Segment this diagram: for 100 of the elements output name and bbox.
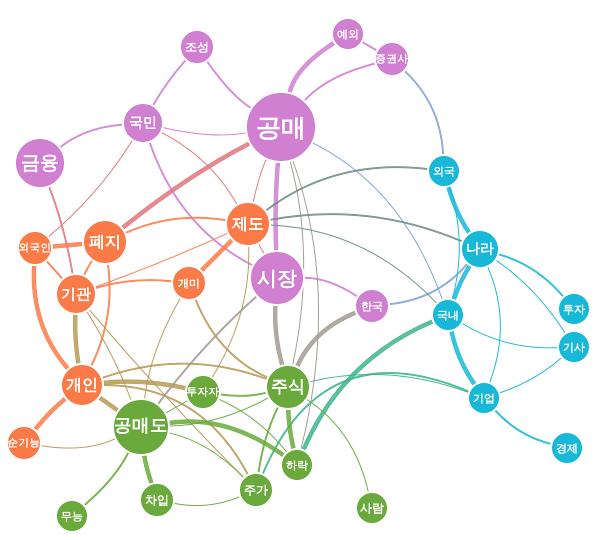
link-line xyxy=(199,238,234,273)
link-line xyxy=(103,384,249,476)
link-line xyxy=(258,244,264,254)
link-line xyxy=(270,224,437,304)
keyword-node: 기사 xyxy=(557,330,591,364)
link-line xyxy=(494,410,552,445)
link-line xyxy=(60,124,124,148)
link-line xyxy=(286,408,296,451)
link-line xyxy=(498,254,564,298)
link-line xyxy=(404,70,444,155)
link-line xyxy=(166,400,188,414)
link-line xyxy=(206,60,252,109)
keyword-node: 개미 xyxy=(171,265,207,301)
link-line xyxy=(48,140,133,237)
link-line xyxy=(295,310,358,368)
link-line xyxy=(287,40,336,94)
link-line xyxy=(262,372,470,474)
keyword-node: 투자 xyxy=(557,292,591,326)
link-line xyxy=(212,246,250,378)
link-line xyxy=(167,419,286,458)
keyword-node: 경제 xyxy=(550,431,584,465)
link-line xyxy=(362,41,378,52)
keyword-node: 나라 xyxy=(460,229,500,269)
link-line xyxy=(487,266,501,383)
keyword-node: 한국 xyxy=(354,288,390,324)
keyword-node: 외국인 xyxy=(17,230,53,266)
keyword-node: 차입 xyxy=(139,482,175,518)
keyword-node: 조성 xyxy=(179,29,215,65)
link-line xyxy=(304,62,376,102)
link-line xyxy=(273,160,280,252)
link-line xyxy=(157,296,258,405)
link-line xyxy=(500,358,562,394)
link-line xyxy=(48,186,74,274)
keyword-node: 하락 xyxy=(280,448,314,482)
keyword-node: 무능 xyxy=(55,499,89,533)
keyword-node: 제도 xyxy=(225,201,271,247)
link-line xyxy=(169,398,268,427)
link-line xyxy=(290,161,304,366)
link-line xyxy=(462,323,558,348)
keyword-node: 국민 xyxy=(122,102,164,144)
keyword-node: 폐지 xyxy=(82,219,128,265)
keyword-node: 외국 xyxy=(427,154,461,188)
link-line xyxy=(120,141,252,230)
link-line xyxy=(152,60,186,106)
link-line xyxy=(452,264,472,302)
link-line xyxy=(86,311,132,400)
link-line xyxy=(148,142,254,266)
link-line xyxy=(265,166,428,212)
link-line xyxy=(496,260,566,334)
link-line xyxy=(174,496,240,506)
link-line xyxy=(449,329,477,386)
keyword-node: 예외 xyxy=(331,17,365,51)
link-line xyxy=(125,216,226,234)
keyword-node: 주식 xyxy=(265,364,311,410)
keyword-node: 순기능 xyxy=(6,425,42,461)
link-line xyxy=(83,260,93,276)
link-line xyxy=(102,362,268,380)
link-line xyxy=(304,276,358,298)
keyword-node: 기관 xyxy=(55,273,97,315)
link-line xyxy=(388,263,468,306)
keyword-node: 공매 xyxy=(245,91,317,163)
link-line xyxy=(194,298,268,378)
keyword-node: 공매도 xyxy=(112,398,170,456)
link-line xyxy=(32,264,70,371)
keyword-node: 금융 xyxy=(14,137,66,189)
link-line xyxy=(218,398,287,452)
link-line xyxy=(95,279,172,289)
link-line xyxy=(102,379,188,390)
link-line xyxy=(142,454,154,486)
link-line xyxy=(310,374,469,393)
keyword-node: 사람 xyxy=(355,491,389,525)
link-line xyxy=(168,432,244,478)
keyword-node: 개인 xyxy=(60,363,104,407)
link-line xyxy=(46,260,63,280)
link-line xyxy=(144,298,181,399)
link-line xyxy=(161,132,238,205)
keyword-node: 투자자 xyxy=(185,374,221,410)
link-line xyxy=(252,159,267,202)
link-line xyxy=(306,399,369,492)
link-line xyxy=(292,160,319,450)
link-line xyxy=(50,242,84,249)
keyword-node: 증권사 xyxy=(374,41,410,77)
keyword-node: 주가 xyxy=(238,472,274,508)
link-line xyxy=(272,304,284,368)
link-line xyxy=(220,392,267,397)
link-line xyxy=(33,396,68,432)
link-line xyxy=(301,319,435,452)
link-line xyxy=(312,142,443,300)
link-line xyxy=(90,264,111,366)
link-line xyxy=(162,127,246,136)
link-line xyxy=(270,213,463,242)
keyword-node: 국내 xyxy=(431,298,465,332)
link-line xyxy=(98,396,120,412)
link-line xyxy=(258,406,279,474)
keyword-node: 기업 xyxy=(467,381,501,415)
link-line xyxy=(446,185,472,235)
keyword-node: 시장 xyxy=(249,250,305,306)
link-line xyxy=(72,312,81,366)
link-line xyxy=(84,452,130,506)
link-line xyxy=(95,232,228,288)
